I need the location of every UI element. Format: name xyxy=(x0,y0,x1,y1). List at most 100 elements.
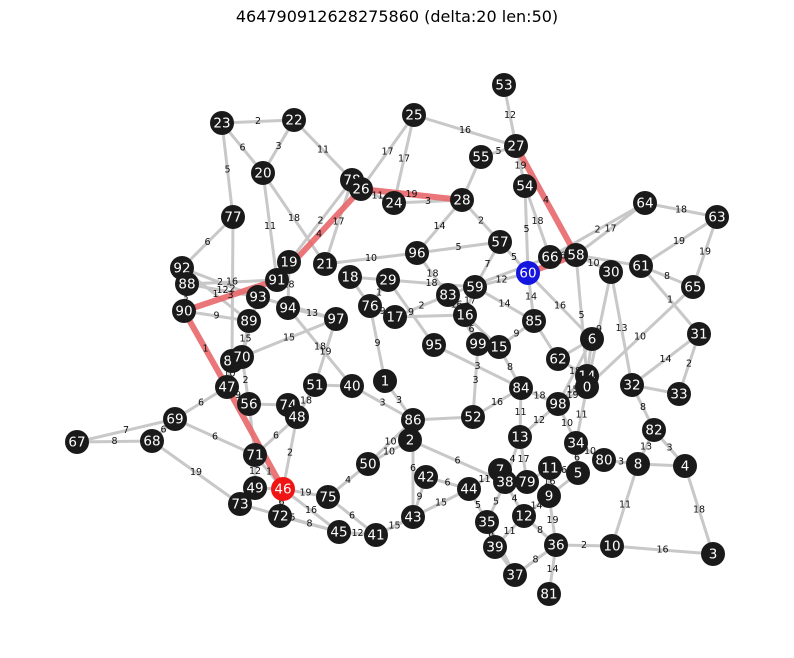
node-circle-6 xyxy=(580,327,604,351)
node-48: 48 xyxy=(285,405,309,429)
node-42: 42 xyxy=(414,465,438,489)
node-circle-31 xyxy=(687,322,711,346)
node-label-68: 68 xyxy=(143,434,160,450)
node-55: 55 xyxy=(469,145,493,169)
edge-22-78 xyxy=(292,118,354,182)
node-circle-47 xyxy=(215,375,239,399)
node-13: 13 xyxy=(508,425,532,449)
node-75: 75 xyxy=(316,485,340,509)
node-44: 44 xyxy=(457,477,481,501)
node-29: 29 xyxy=(376,268,400,292)
node-circle-69 xyxy=(163,407,187,431)
node-circle-28 xyxy=(450,188,474,212)
node-circle-98 xyxy=(546,392,570,416)
edge-weight-44-43: 15 xyxy=(435,498,447,509)
edge-weight-0-98: 19 xyxy=(566,390,578,401)
edge-weight-8-10: 11 xyxy=(619,500,631,511)
edge-weight-15-84: 8 xyxy=(507,362,513,373)
node-circle-26 xyxy=(349,177,373,201)
node-label-3: 3 xyxy=(709,547,718,563)
edge-weight-47-69: 6 xyxy=(198,398,204,409)
node-circle-19 xyxy=(277,250,301,274)
node-label-11: 11 xyxy=(541,461,558,477)
node-circle-55 xyxy=(469,145,493,169)
node-circle-88 xyxy=(175,272,199,296)
node-12: 12 xyxy=(512,504,536,528)
node-label-35: 35 xyxy=(478,515,495,531)
node-circle-20 xyxy=(251,161,275,185)
node-label-2: 2 xyxy=(406,433,415,449)
node-93: 93 xyxy=(246,285,270,309)
node-label-18: 18 xyxy=(341,270,358,286)
edge-weight-13-38: 4 xyxy=(509,454,515,465)
node-circle-82 xyxy=(642,418,666,442)
node-label-71: 71 xyxy=(246,448,263,464)
edge-weight-23-22: 2 xyxy=(255,116,261,127)
edge-weight-99-52: 3 xyxy=(472,375,478,386)
edge-weight-76-17: 9 xyxy=(379,306,385,317)
node-35: 35 xyxy=(475,510,499,534)
node-label-56: 56 xyxy=(240,397,257,413)
edge-weight-68-73: 19 xyxy=(190,467,202,478)
node-circle-56 xyxy=(237,392,261,416)
edge-weight-45-41: 12 xyxy=(351,528,363,539)
node-circle-60 xyxy=(516,261,540,285)
edge-weight-43-86: 6 xyxy=(410,463,416,474)
node-77: 77 xyxy=(221,205,245,229)
node-circle-23 xyxy=(210,111,234,135)
edge-weight-80-8: 3 xyxy=(618,457,624,468)
edge-65-0 xyxy=(585,285,695,389)
edge-10-3 xyxy=(611,544,714,556)
node-label-70: 70 xyxy=(233,350,250,366)
edge-weight-90-47: 1 xyxy=(202,344,208,355)
node-circle-22 xyxy=(282,108,306,132)
edge-weight-34-80: 10 xyxy=(584,446,596,457)
node-16: 16 xyxy=(453,303,477,327)
node-label-48: 48 xyxy=(288,410,305,426)
edge-weight-63-65: 19 xyxy=(699,247,711,258)
node-label-1: 1 xyxy=(381,374,390,390)
node-label-97: 97 xyxy=(327,312,344,328)
node-39: 39 xyxy=(483,535,507,559)
node-28: 28 xyxy=(450,188,474,212)
node-label-50: 50 xyxy=(359,457,376,473)
node-circle-64 xyxy=(633,191,657,215)
path-edge-26-28 xyxy=(360,186,463,203)
node-label-45: 45 xyxy=(330,525,347,541)
node-circle-8 xyxy=(626,452,650,476)
edge-63-65 xyxy=(691,216,719,288)
node-label-83: 83 xyxy=(439,288,456,304)
node-label-24: 24 xyxy=(385,196,402,212)
node-label-90: 90 xyxy=(175,304,192,320)
edge-weight-53-27: 12 xyxy=(504,110,516,121)
node-circle-46 xyxy=(271,477,295,501)
node-label-76: 76 xyxy=(361,299,378,315)
node-66: 66 xyxy=(538,245,562,269)
node-57: 57 xyxy=(488,230,512,254)
node-circle-40 xyxy=(340,374,364,398)
node-label-67: 67 xyxy=(68,435,85,451)
edge-weight-6-98: 18 xyxy=(569,366,581,377)
edge-weight-24-28: 3 xyxy=(425,196,431,207)
edge-weight-70-56: 2 xyxy=(242,375,248,386)
edge-weight-28-57: 2 xyxy=(478,216,484,227)
node-0: 0 xyxy=(575,375,599,399)
edge-weight-23-20: 6 xyxy=(239,143,245,154)
node-circle-65 xyxy=(681,275,705,299)
node-label-61: 61 xyxy=(632,259,649,275)
edge-64-66 xyxy=(549,201,646,259)
edge-weight-9-36: 19 xyxy=(546,515,558,526)
node-58: 58 xyxy=(564,243,588,267)
node-circle-81 xyxy=(537,582,561,606)
edge-weight-71-49: 12 xyxy=(249,466,261,477)
edge-weight-78-21: 17 xyxy=(332,217,344,228)
edge-weight-92-93: 2 xyxy=(217,277,223,288)
node-circle-85 xyxy=(522,309,546,333)
edge-weight-12-36: 8 xyxy=(537,525,543,536)
edge-weight-31-32: 14 xyxy=(659,354,671,365)
source-node-60: 60 xyxy=(516,261,540,285)
node-circle-68 xyxy=(140,429,164,453)
node-circle-24 xyxy=(382,191,406,215)
node-41: 41 xyxy=(364,523,388,547)
node-20: 20 xyxy=(251,161,275,185)
